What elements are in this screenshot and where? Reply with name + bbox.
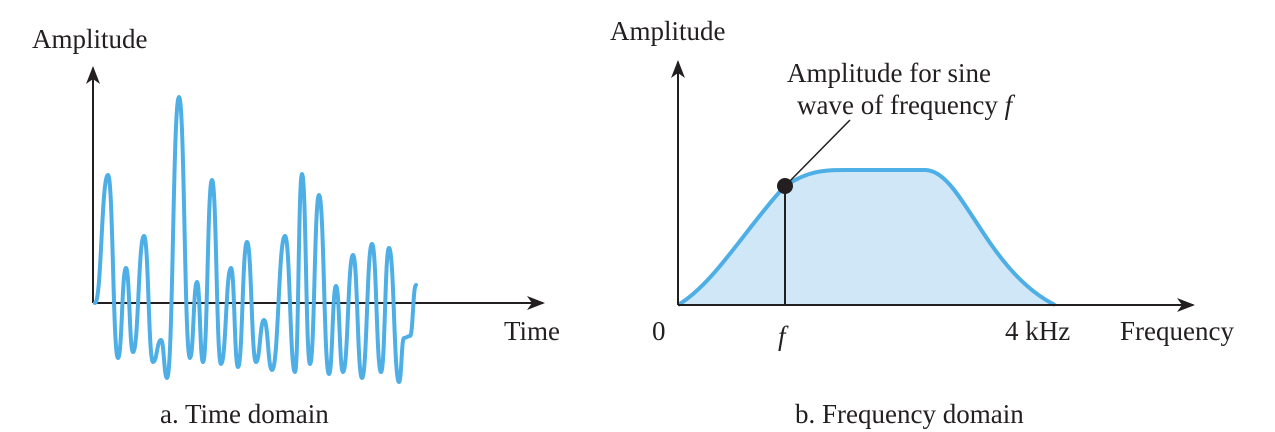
annotation-line-1: Amplitude for sine	[787, 58, 991, 88]
time-x-axis-label: Time	[504, 316, 560, 346]
spectrum-curve	[676, 167, 1056, 307]
frequency-domain-caption: b. Frequency domain	[795, 399, 1024, 429]
freq-y-axis-label: Amplitude	[610, 16, 726, 46]
time-y-axis-label: Amplitude	[32, 24, 148, 54]
annotation-line-2-text: wave of frequency	[797, 90, 1005, 120]
f-tick-label: f	[778, 321, 789, 351]
annotation-line-2: wave of frequency f	[797, 90, 1016, 120]
time-domain-caption: a. Time domain	[160, 399, 329, 429]
frequency-domain-panel: Amplitude Amplitude for sine wave of fre…	[610, 16, 1234, 429]
annotation-frequency-var: f	[1005, 90, 1016, 120]
max-frequency-tick-label: 4 kHz	[1005, 316, 1070, 346]
f-marker-point	[777, 178, 793, 194]
time-domain-panel: Amplitude Time a. Time domain	[32, 24, 560, 429]
freq-x-axis-label: Frequency	[1120, 316, 1234, 346]
time-domain-waveform	[93, 95, 418, 384]
annotation-leader-line	[784, 119, 851, 187]
spectrum-area	[678, 169, 1055, 305]
freq-origin-label: 0	[652, 316, 666, 346]
